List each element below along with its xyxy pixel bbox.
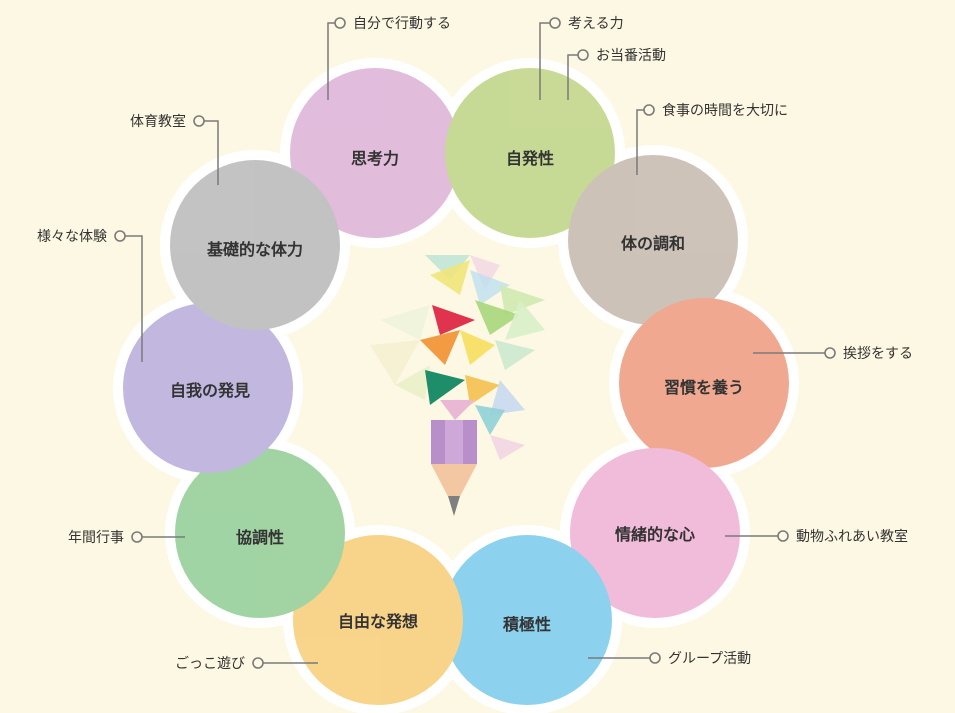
circle-karada	[568, 155, 738, 325]
callout-aisatsu: 挨拶をする	[843, 346, 913, 362]
circle-label-jiga: 自我の発見	[169, 381, 250, 400]
callout-shokuji: 食事の時間を大切に	[662, 103, 788, 119]
circle-jiyu	[293, 535, 463, 705]
circle-kyocho	[175, 448, 345, 618]
circle-jiga	[123, 303, 293, 473]
connector-lines	[125, 22, 825, 664]
circle-label-kiso: 基礎的な体力	[206, 240, 303, 259]
callout-dobutsu: 動物ふれあい教室	[796, 529, 908, 545]
circle-sekkyoku	[442, 535, 612, 705]
callout-nenkan: 年間行事	[68, 530, 124, 546]
callout-otoban: お当番活動	[596, 48, 666, 64]
circle-label-jiyu: 自由な発想	[337, 612, 418, 631]
circle-shikoryoku	[290, 68, 460, 238]
connector-dots	[114, 17, 836, 669]
circle-label-shukan: 習慣を養う	[663, 378, 744, 397]
circle-kiso	[170, 160, 340, 330]
callout-group: グループ活動	[668, 651, 752, 667]
circle-label-karada: 体の調和	[620, 234, 685, 253]
circle-jihatsusei	[445, 68, 615, 238]
callout-taiiku: 体育教室	[130, 114, 186, 130]
pencil-illustration	[370, 255, 545, 516]
callout-samazama: 様々な体験	[37, 229, 107, 245]
callout-gokko: ごっこ遊び	[175, 656, 245, 672]
callout-jibun: 自分で行動する	[353, 16, 451, 32]
circle-label-jihatsusei: 自発性	[505, 149, 554, 168]
circle-jocho	[570, 448, 740, 618]
circle-label-shikoryoku: 思考力	[350, 149, 399, 168]
circle-shukan	[619, 298, 789, 468]
circle-label-jocho: 情緒的な心	[614, 525, 695, 544]
callout-kangaeru: 考える力	[568, 16, 624, 32]
circle-label-kyocho: 協調性	[235, 528, 284, 547]
circle-label-sekkyoku: 積極性	[502, 615, 551, 634]
circles-group	[123, 68, 789, 705]
